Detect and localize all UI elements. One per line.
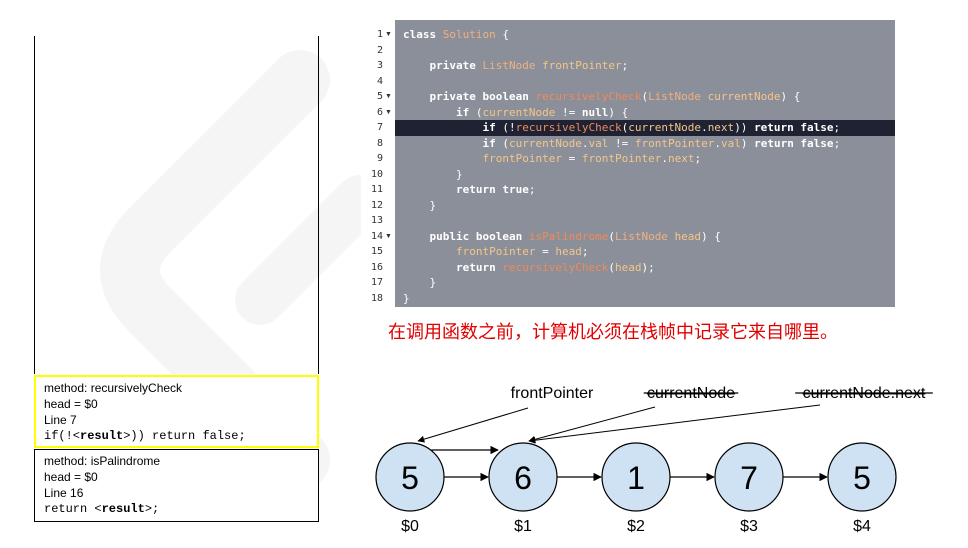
line-number: 13 <box>370 215 383 226</box>
code-text: } <box>455 167 463 181</box>
list-node <box>375 442 445 512</box>
code-line: 11 return true; <box>361 182 895 198</box>
code-line: 16 return recursivelyCheck(head); <box>361 260 895 276</box>
line-number: 15 <box>370 246 383 257</box>
fold-arrow-icon[interactable]: ▼ <box>385 93 392 100</box>
code-text: frontPointer = head; <box>455 245 589 258</box>
line-number: 16 <box>370 261 383 273</box>
node-address: $1 <box>514 518 532 535</box>
stack-frame-recursively-check: method: recursivelyCheck head = $0 Line … <box>34 375 319 448</box>
code-line: 13 <box>361 213 895 229</box>
code-line: 4 <box>361 74 895 90</box>
frame-method: method: recursivelyCheck <box>44 381 183 395</box>
code-line: 3 private ListNode frontPointer; <box>361 58 895 74</box>
frame-line: Line 16 <box>44 486 84 500</box>
code-line: 17 } <box>361 275 895 291</box>
list-node <box>827 442 897 512</box>
line-number: 8 <box>376 137 383 149</box>
pointer-label: frontPointer <box>511 385 594 402</box>
code-line: 5▼ private boolean recursivelyCheck(List… <box>361 89 895 105</box>
code-line: 14▼ public boolean isPalindrome(ListNode… <box>361 229 895 245</box>
code-text: frontPointer = frontPointer.next; <box>482 152 702 165</box>
line-number: 18 <box>370 292 383 304</box>
frame-method: method: isPalindrome <box>44 454 161 468</box>
code-body <box>395 20 895 307</box>
code-text: public boolean isPalindrome(ListNode hea… <box>429 229 721 243</box>
code-text: return recursivelyCheck(head); <box>455 260 655 274</box>
node-value: 7 <box>740 460 758 496</box>
code-line: 1▼ class Solution { <box>361 27 895 43</box>
line-number: 17 <box>370 277 383 288</box>
node-value: 1 <box>627 460 645 496</box>
line-number: 1 <box>376 29 383 40</box>
code-line: 2 <box>361 43 895 59</box>
call-stack <box>34 36 319 374</box>
code-text: private ListNode frontPointer; <box>429 59 629 72</box>
line-number: 5 <box>376 91 383 102</box>
list-node <box>488 442 558 512</box>
fold-arrow-icon[interactable]: ▼ <box>385 232 392 240</box>
code-text: class Solution { <box>403 28 509 41</box>
code-text: if (currentNode.val != frontPointer.val)… <box>482 136 841 150</box>
pointer-arrow <box>528 406 656 443</box>
current-line-highlight <box>395 120 895 136</box>
code-line: 10 } <box>361 167 895 183</box>
node-value: 6 <box>514 460 532 496</box>
code-line: 12 } <box>361 198 895 214</box>
next-arrow-upper <box>431 445 499 455</box>
code-line: 15 frontPointer = head; <box>361 244 895 260</box>
code-text: } <box>429 276 437 289</box>
fold-arrow-icon[interactable]: ▼ <box>385 108 392 116</box>
line-number: 3 <box>376 60 383 71</box>
line-number: 7 <box>376 122 383 133</box>
list-node <box>601 442 671 512</box>
node-value: 5 <box>401 460 419 496</box>
code-text: if (!recursivelyCheck(currentNode.next))… <box>482 121 841 134</box>
fold-arrow-icon[interactable]: ▼ <box>385 31 392 38</box>
node-value: 5 <box>853 460 871 496</box>
code-text: private boolean recursivelyCheck(ListNod… <box>429 90 801 103</box>
line-number: 14 <box>370 230 383 242</box>
pointer-arrow <box>528 404 821 444</box>
line-number: 4 <box>376 75 383 87</box>
line-number: 6 <box>376 106 383 118</box>
code-line: 18} <box>361 291 895 307</box>
code-text: } <box>429 198 437 212</box>
pointer-arrow <box>417 407 529 443</box>
code-line: 8 if (currentNode.val != frontPointer.va… <box>361 136 895 152</box>
code-line: 6▼ if (currentNode != null) { <box>361 105 895 121</box>
stack-frame-is-palindrome: method: isPalindrome head = $0 Line 16 r… <box>34 449 319 522</box>
frame-line: Line 7 <box>44 413 77 427</box>
code-line: 9 frontPointer = frontPointer.next; <box>361 151 895 167</box>
line-number: 11 <box>370 184 383 195</box>
line-number: 12 <box>370 199 383 211</box>
list-node <box>714 442 784 512</box>
frame-head: head = $0 <box>44 397 98 411</box>
code-text: return true; <box>455 183 536 196</box>
code-line-highlighted: 7 if (!recursivelyCheck(currentNode.next… <box>361 120 895 136</box>
line-number: 10 <box>370 168 383 180</box>
line-number: 9 <box>376 153 383 164</box>
caption-text: 在调用函数之前，计算机必须在栈帧中记录它来自哪里。 <box>388 322 838 343</box>
line-number: 2 <box>376 44 383 56</box>
node-address: $3 <box>740 518 758 535</box>
frame-code: return <result>; <box>44 502 160 516</box>
node-address: $4 <box>853 518 871 535</box>
node-address: $0 <box>401 518 419 535</box>
node-address: $2 <box>627 518 645 535</box>
code-text: if (currentNode != null) { <box>455 105 629 119</box>
line-number-gutter <box>361 20 395 307</box>
frame-code: if(!<result>)) return false; <box>44 429 246 443</box>
code-text: } <box>403 291 410 305</box>
frame-head: head = $0 <box>44 470 98 484</box>
